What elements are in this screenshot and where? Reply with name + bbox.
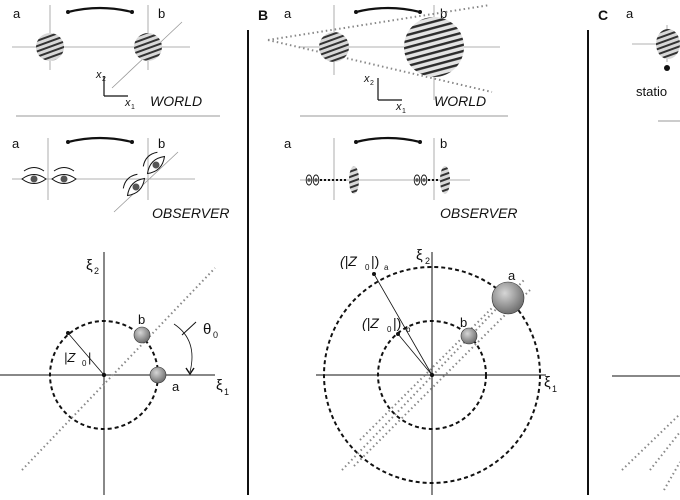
panel-a-polar: ξ 2 ξ 1 |Z 0 | b a θ 0 <box>0 252 229 495</box>
orientation-line <box>359 299 501 441</box>
stimulus-disc-a <box>319 32 349 62</box>
svg-text:1: 1 <box>402 108 406 115</box>
eye-icon <box>142 151 166 175</box>
svg-text:1: 1 <box>552 384 557 394</box>
label-a: a <box>12 136 20 151</box>
panel-c: C a statio <box>598 6 680 491</box>
panel-b-polar: ξ 2 ξ 1 (|Z 0 |) a (|Z 0 |) b b a <box>316 247 557 495</box>
eye-icon <box>305 174 320 186</box>
stimulus-disc-b <box>134 33 162 61</box>
orientation-line <box>21 267 216 471</box>
panel-b: B a b x 2 x 1 WORLD a b <box>258 4 557 495</box>
motion-arc <box>355 136 421 144</box>
label-z0b: (|Z <box>362 315 379 331</box>
label-a: a <box>508 268 516 283</box>
eye-icon <box>122 173 146 197</box>
label-xi1: ξ <box>216 377 223 394</box>
panel-a: a b x 2 x 1 WORLD a b <box>0 5 230 495</box>
panel-b-world: a b x 2 x 1 WORLD <box>267 4 508 117</box>
label-xi1: ξ <box>544 374 551 391</box>
label-z0-sub: 0 <box>82 359 87 368</box>
label-b: b <box>440 136 447 151</box>
eye-icon <box>51 167 77 184</box>
point-b <box>460 327 478 345</box>
svg-text:b: b <box>406 325 411 334</box>
motion-arc <box>67 6 133 14</box>
panel-b-observer: a b OBSERVER <box>284 136 518 221</box>
label-theta: θ <box>203 321 211 338</box>
label-b: b <box>138 312 145 327</box>
stimulus-disc-a <box>36 33 64 61</box>
inner-radius-circle <box>377 320 487 430</box>
label-xi2: ξ <box>416 247 423 264</box>
motion-arc <box>355 6 421 14</box>
label-b: b <box>158 6 165 21</box>
label-a: a <box>626 6 634 21</box>
label-theta-sub: 0 <box>213 330 218 340</box>
rotation-arc <box>173 323 193 373</box>
observer-caption: OBSERVER <box>440 205 518 221</box>
world-caption: WORLD <box>434 93 486 109</box>
svg-text:|: | <box>88 350 91 365</box>
observer-dot <box>664 65 670 71</box>
label-z0: |Z <box>64 350 76 365</box>
label-z0a: (|Z <box>340 253 357 269</box>
view-cone-line <box>267 4 491 41</box>
world-caption: WORLD <box>150 93 202 109</box>
label-b: b <box>460 315 467 330</box>
point-a <box>149 366 167 384</box>
label-x1: x <box>124 97 131 109</box>
orientation-line <box>353 289 531 467</box>
label-a: a <box>13 6 21 21</box>
eye-icon <box>413 174 428 186</box>
panel-a-observer: a b <box>12 136 230 221</box>
label-a: a <box>172 379 180 394</box>
panel-a-world: a b x 2 x 1 WORLD <box>12 5 220 117</box>
svg-text:0: 0 <box>365 263 370 272</box>
point-a <box>491 281 525 315</box>
motion-arc <box>67 136 133 144</box>
label-x2: x <box>363 73 370 85</box>
panel-label: B <box>258 7 268 23</box>
observer-caption: OBSERVER <box>152 205 230 221</box>
radius-line <box>67 332 105 376</box>
svg-text:|): |) <box>393 315 401 331</box>
label-x2: x <box>95 69 102 81</box>
svg-text:2: 2 <box>370 80 374 87</box>
stimulus-disc-b <box>404 17 464 77</box>
label-a: a <box>284 136 292 151</box>
label-xi1-sub: 1 <box>224 387 229 397</box>
svg-text:a: a <box>384 263 389 272</box>
label-a: a <box>284 6 292 21</box>
stationary-label: statio <box>636 84 667 99</box>
point-b <box>133 326 151 344</box>
label-xi2: ξ <box>86 257 93 274</box>
perceived-disc-a <box>349 166 359 194</box>
svg-text:0: 0 <box>387 325 392 334</box>
label-b: b <box>440 6 447 21</box>
eye-icon <box>21 167 47 184</box>
outer-radius-circle <box>323 266 541 484</box>
stimulus-disc-a <box>656 29 680 59</box>
perceived-disc-b <box>440 166 450 194</box>
label-x1-sub: 1 <box>131 104 135 111</box>
label-xi2-sub: 2 <box>94 266 99 276</box>
svg-text:2: 2 <box>425 256 430 266</box>
label-b: b <box>158 136 165 151</box>
label-x1: x <box>395 101 402 113</box>
svg-text:|): |) <box>371 253 379 269</box>
panel-label: C <box>598 7 608 23</box>
label-x2-sub: 2 <box>102 76 106 83</box>
